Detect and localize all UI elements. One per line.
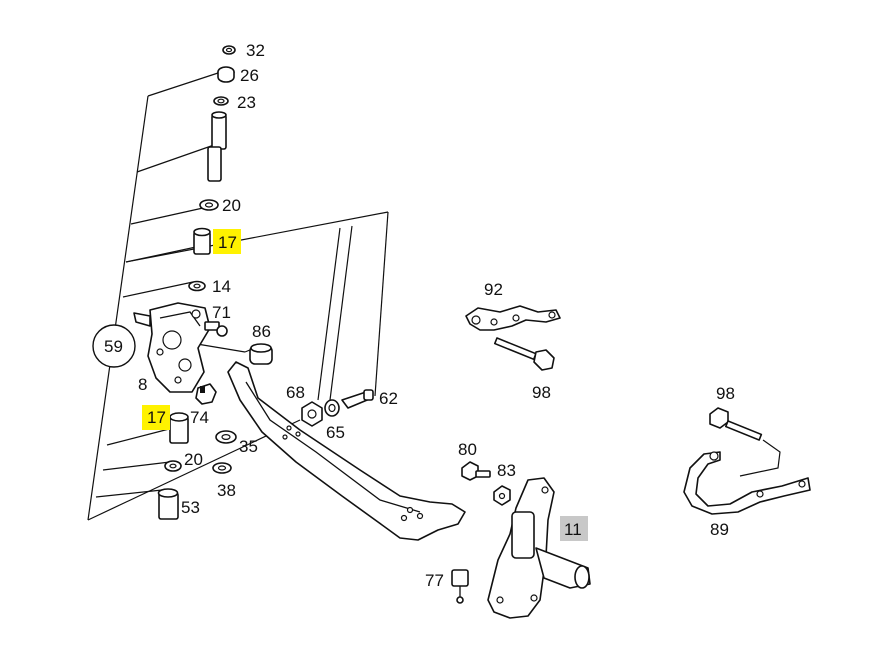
label-35[interactable]: 35	[239, 437, 258, 456]
part-17-bushing-top	[193, 227, 211, 255]
label-71[interactable]: 71	[212, 303, 231, 322]
label-74[interactable]: 74	[190, 408, 209, 427]
label-11[interactable]: 11	[564, 520, 582, 539]
label-14[interactable]: 14	[212, 277, 231, 296]
part-74-clip	[195, 383, 217, 405]
label-17-top[interactable]: 17	[218, 233, 237, 252]
part-20-washer-top	[199, 199, 219, 211]
part-65-washer	[324, 399, 340, 417]
label-38[interactable]: 38	[217, 481, 236, 500]
part-89-stabilizer-bracket	[683, 451, 811, 515]
part-32-circlip	[222, 45, 236, 55]
label-23[interactable]: 23	[237, 93, 256, 112]
label-77[interactable]: 77	[425, 571, 444, 590]
part-98-bolt-upper	[493, 337, 555, 371]
label-8[interactable]: 8	[138, 375, 147, 394]
label-20-top[interactable]: 20	[222, 196, 241, 215]
part-kingpin	[207, 111, 227, 182]
label-80[interactable]: 80	[458, 440, 477, 459]
label-62[interactable]: 62	[379, 389, 398, 408]
label-53[interactable]: 53	[181, 498, 200, 517]
highlight-11	[560, 516, 588, 541]
part-14-washer	[188, 280, 206, 292]
label-83[interactable]: 83	[497, 461, 516, 480]
label-68[interactable]: 68	[286, 383, 305, 402]
label-17-bottom[interactable]: 17	[147, 408, 166, 427]
part-80-bolt	[461, 461, 491, 481]
label-92[interactable]: 92	[484, 280, 503, 299]
part-8-carrier	[133, 302, 211, 393]
part-11-steering-knuckle	[487, 477, 591, 619]
part-38-washer	[212, 462, 232, 474]
label-86[interactable]: 86	[252, 322, 271, 341]
highlight-17-top	[213, 229, 241, 254]
label-98-upper[interactable]: 98	[532, 383, 551, 402]
label-20-bottom[interactable]: 20	[184, 450, 203, 469]
label-89[interactable]: 89	[710, 520, 729, 539]
part-83-nut	[493, 485, 511, 506]
part-20-washer-bottom	[164, 460, 182, 472]
part-62-bolt	[341, 389, 374, 409]
part-92-bracket	[465, 305, 561, 331]
highlight-17-bottom	[142, 405, 170, 430]
part-23-washer	[213, 96, 229, 106]
part-71-bolt	[204, 321, 228, 337]
label-32[interactable]: 32	[246, 41, 265, 60]
label-65[interactable]: 65	[326, 423, 345, 442]
part-77-plug	[451, 569, 469, 604]
label-59[interactable]: 59	[104, 337, 123, 356]
part-35-washer	[215, 430, 237, 444]
part-26-cap	[217, 66, 235, 83]
part-control-arm	[227, 361, 466, 541]
part-17-bushing-bottom	[169, 412, 189, 444]
part-53-bushing	[157, 488, 179, 520]
label-98-right[interactable]: 98	[716, 384, 735, 403]
label-26[interactable]: 26	[240, 66, 259, 85]
assembly-frame-lines	[87, 72, 389, 521]
part-98-bolt-right	[709, 407, 781, 477]
part-86-bump-stop	[249, 343, 273, 365]
callout-circle-59	[92, 324, 136, 368]
part-68-nut	[301, 401, 323, 427]
